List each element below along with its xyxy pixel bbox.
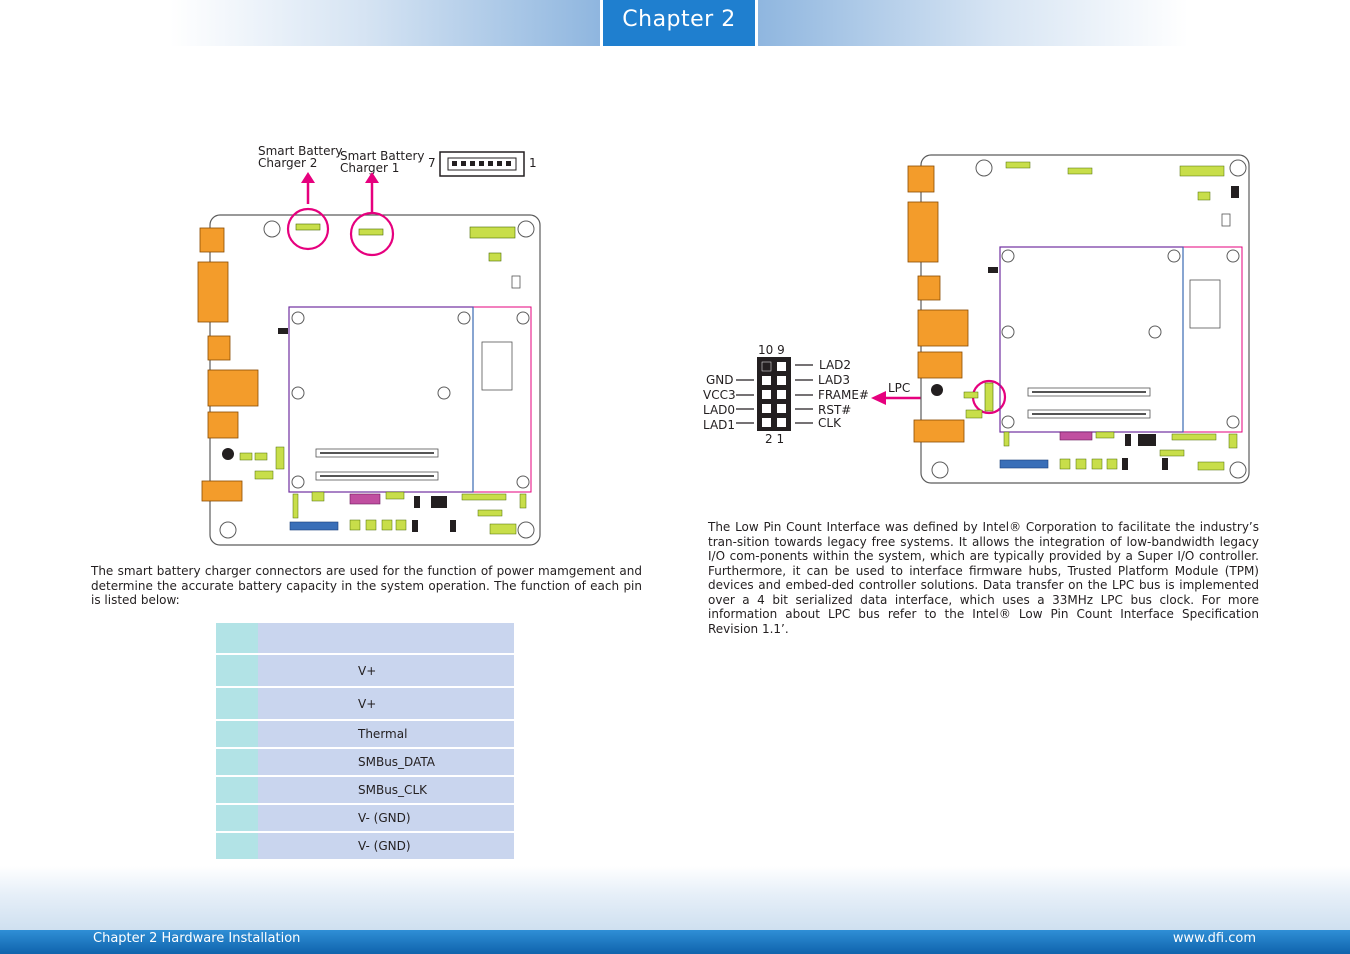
- table-cell-function: SMBus_DATA: [258, 749, 514, 775]
- table-cell-pin: [216, 688, 258, 719]
- table-cell-pin: [216, 749, 258, 775]
- lpc-connector-label: LPC: [888, 381, 911, 395]
- footer-chapter-title: Chapter 2 Hardware Installation: [93, 931, 301, 946]
- battery-board-diagram: [197, 151, 541, 546]
- footer-website-link[interactable]: www.dfi.com: [1172, 931, 1256, 946]
- lpc-signal-lad3: LAD3: [818, 373, 851, 387]
- lpc-signal-lad1: LAD1: [703, 418, 736, 432]
- chapter-tab: Chapter 2: [603, 0, 755, 46]
- lpc-signal-lad0: LAD0: [703, 403, 736, 417]
- lpc-signal-rst: RST#: [818, 403, 852, 417]
- table-row: V+: [216, 655, 514, 686]
- lpc-signal-clk: CLK: [818, 416, 841, 430]
- table-cell-function: V+: [258, 655, 514, 686]
- lpc-board-diagram: [736, 154, 1250, 484]
- lpc-pin-bottom-label: 2 1: [765, 432, 785, 446]
- charger1-label-line2: Charger 1: [340, 161, 400, 175]
- battery-connector-drawing: [439, 151, 525, 177]
- table-row: SMBus_DATA: [216, 749, 514, 775]
- table-cell-pin: [216, 721, 258, 747]
- table-row: SMBus_CLK: [216, 777, 514, 803]
- lpc-signal-vcc3: VCC3: [703, 388, 736, 402]
- lpc-description: The Low Pin Count Interface was defined …: [708, 520, 1259, 636]
- charger2-label-line1: Smart Battery: [258, 144, 343, 158]
- footer-gradient: [0, 866, 1350, 930]
- table-cell-function: Thermal: [258, 721, 514, 747]
- table-header-function: [258, 623, 514, 653]
- table-row: V+: [216, 688, 514, 719]
- table-cell-pin: [216, 833, 258, 859]
- table-cell-function: V- (GND): [258, 805, 514, 831]
- table-cell-function: V+: [258, 688, 514, 719]
- table-cell-function: SMBus_CLK: [258, 777, 514, 803]
- battery-description: The smart battery charger connectors are…: [91, 564, 642, 607]
- footer-bar: [0, 930, 1350, 954]
- table-cell-pin: [216, 805, 258, 831]
- charger1-label-line1: Smart Battery: [340, 149, 425, 163]
- header-gradient-left: [170, 0, 600, 46]
- table-header-pin: [216, 623, 258, 653]
- battery-pin-table: V+ V+ Thermal SMBus_DATA SMBus_CLK V- (G…: [216, 621, 514, 861]
- table-cell-pin: [216, 655, 258, 686]
- table-cell-pin: [216, 777, 258, 803]
- lpc-pin-top-label: 10 9: [758, 343, 785, 357]
- table-row: Thermal: [216, 721, 514, 747]
- table-cell-function: V- (GND): [258, 833, 514, 859]
- table-row: V- (GND): [216, 805, 514, 831]
- table-header-row: [216, 623, 514, 653]
- pin1-label: 1: [529, 156, 537, 170]
- lpc-signal-frame: FRAME#: [818, 388, 869, 402]
- table-row: V- (GND): [216, 833, 514, 859]
- lpc-signal-lad2: LAD2: [819, 358, 852, 372]
- charger2-label-line2: Charger 2: [258, 156, 318, 170]
- lpc-signal-gnd: GND: [706, 373, 734, 387]
- pin7-label: 7: [428, 156, 436, 170]
- charger-arrows: [301, 172, 379, 212]
- header-gradient-right: [758, 0, 1188, 46]
